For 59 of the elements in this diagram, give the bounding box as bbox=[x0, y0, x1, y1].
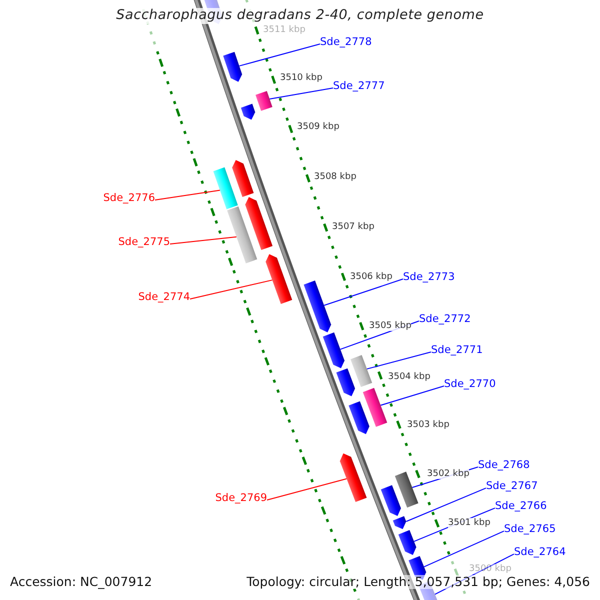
leader-line bbox=[238, 44, 320, 66]
category-block bbox=[256, 90, 272, 111]
scale-label: 3507 kbp bbox=[332, 222, 374, 232]
gene-label: Sde_2777 bbox=[333, 80, 385, 92]
gene-label: Sde_2775 bbox=[118, 236, 170, 248]
category-block bbox=[227, 206, 258, 264]
scale-label: 3502 kbp bbox=[427, 469, 470, 480]
scale-label: 3510 kbp bbox=[280, 73, 322, 84]
gene-label: Sde_2772 bbox=[419, 313, 471, 326]
gene-label: Sde_2765 bbox=[504, 523, 556, 536]
gene-label: Sde_2770 bbox=[444, 378, 496, 390]
scale-label: 3505 kbp bbox=[369, 321, 412, 332]
gene-label: Sde_2776 bbox=[103, 192, 155, 204]
gene-feature bbox=[380, 485, 401, 516]
gene-feature bbox=[240, 104, 256, 120]
leader-line bbox=[380, 386, 444, 406]
gene-label: Sde_2766 bbox=[495, 500, 547, 512]
gene-feature bbox=[340, 453, 367, 502]
leader-line bbox=[366, 352, 432, 370]
footer-text: Topology: circular; Length: 5,057,531 bp; Genes: 4,056 bbox=[246, 575, 590, 590]
gene-label: Sde_2768 bbox=[478, 459, 530, 472]
scale-label: 3511 kbp bbox=[263, 25, 306, 36]
gene-label: Sde_2764 bbox=[514, 546, 566, 558]
gene-feature bbox=[348, 401, 370, 434]
gene-feature bbox=[223, 52, 242, 82]
leader-line bbox=[324, 278, 404, 306]
gene-label: Sde_2778 bbox=[320, 36, 372, 48]
gene-feature bbox=[245, 197, 273, 250]
scale-label: 3504 kbp bbox=[388, 372, 430, 382]
gene-label: Sde_2767 bbox=[486, 480, 538, 492]
category-block bbox=[213, 167, 238, 210]
category-block bbox=[350, 355, 372, 388]
category-block bbox=[362, 388, 388, 427]
footer-text: Accession: NC_007912 bbox=[10, 575, 152, 590]
gene-label: Sde_2774 bbox=[138, 291, 190, 304]
leader-line bbox=[266, 478, 348, 501]
gene-label: Sde_2769 bbox=[215, 492, 267, 504]
gene-feature bbox=[322, 332, 345, 368]
leader-line bbox=[269, 88, 334, 100]
gene-feature bbox=[304, 280, 332, 332]
gene-feature bbox=[266, 254, 292, 304]
scale-label: 3508 kbp bbox=[314, 172, 356, 182]
leader-line bbox=[154, 190, 220, 201]
gene-feature bbox=[232, 160, 254, 197]
category-block bbox=[394, 472, 418, 508]
gene-label: Sde_2771 bbox=[431, 344, 483, 356]
leader-line bbox=[434, 554, 514, 595]
leader-line bbox=[406, 488, 486, 522]
leader-line bbox=[190, 280, 273, 300]
gene-feature bbox=[398, 530, 416, 555]
leader-line bbox=[170, 236, 237, 245]
scale-label: 3503 kbp bbox=[407, 420, 450, 430]
gene-feature bbox=[392, 516, 406, 530]
gene-feature bbox=[336, 368, 356, 396]
leader-line bbox=[424, 530, 504, 568]
scale-label: 3501 kbp bbox=[448, 518, 490, 528]
scale-label: 3509 kbp bbox=[297, 122, 340, 132]
gene-label: Sde_2773 bbox=[403, 271, 455, 284]
scale-label: 3506 kbp bbox=[350, 272, 392, 282]
